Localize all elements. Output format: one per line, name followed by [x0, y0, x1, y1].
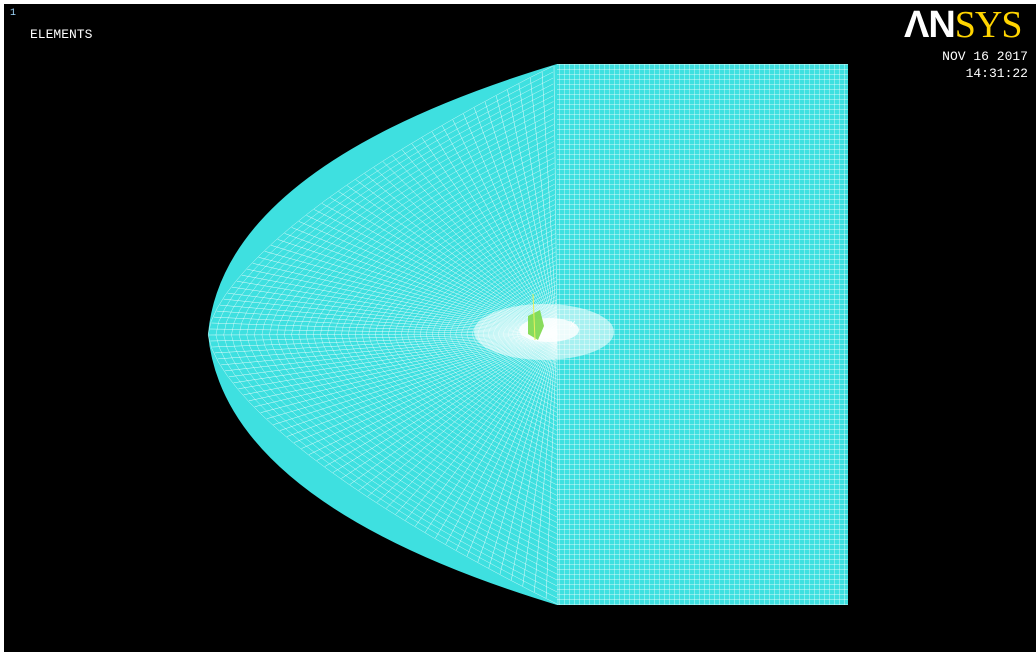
crack-tip-elements: [528, 310, 544, 340]
element-mesh-plot: X: [207, 64, 848, 605]
crack-tip-line: [532, 293, 536, 341]
ansys-logo: ΛNSYS: [904, 4, 1023, 46]
time-stamp: 14:31:22: [965, 66, 1028, 81]
logo-lead: ΛN: [904, 4, 956, 46]
logo-rest: SYS: [954, 4, 1023, 46]
graphics-window[interactable]: X 1 ELEMENTS ΛNSYS NOV 16 2017 14:31:22: [4, 4, 1036, 652]
origin-marker: X: [570, 320, 576, 330]
plot-type-label: ELEMENTS: [30, 27, 93, 42]
window-number: 1: [10, 8, 17, 19]
date-stamp: NOV 16 2017: [942, 49, 1028, 64]
concentric-mesh-lines: [207, 65, 558, 605]
